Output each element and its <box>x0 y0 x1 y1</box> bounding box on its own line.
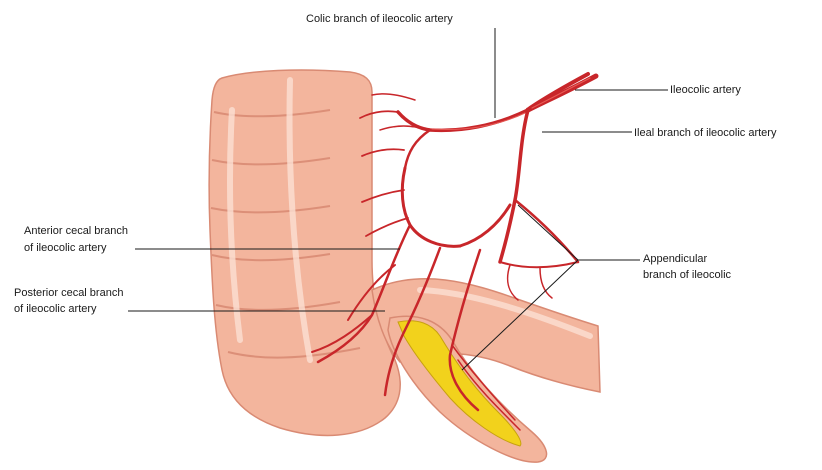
label-ileocolic-artery: Ileocolic artery <box>670 84 741 96</box>
label-appendicular-1: Appendicular <box>643 253 708 265</box>
label-posterior-cecal-1: Posterior cecal branch <box>14 287 123 299</box>
bowel-illustration <box>209 70 600 462</box>
label-ileal-branch: Ileal branch of ileocolic artery <box>634 127 777 139</box>
ileal-branch-vessel <box>500 110 528 262</box>
labels: Colic branch of ileocolic artery Ileocol… <box>14 13 777 315</box>
label-colic-branch: Colic branch of ileocolic artery <box>306 13 453 25</box>
label-posterior-cecal-2: of ileocolic artery <box>14 303 97 315</box>
label-anterior-cecal-1: Anterior cecal branch <box>24 225 128 237</box>
ascending-colon <box>209 70 400 435</box>
label-appendicular-2: branch of ileocolic <box>643 269 732 281</box>
label-anterior-cecal-2: of ileocolic artery <box>24 242 107 254</box>
